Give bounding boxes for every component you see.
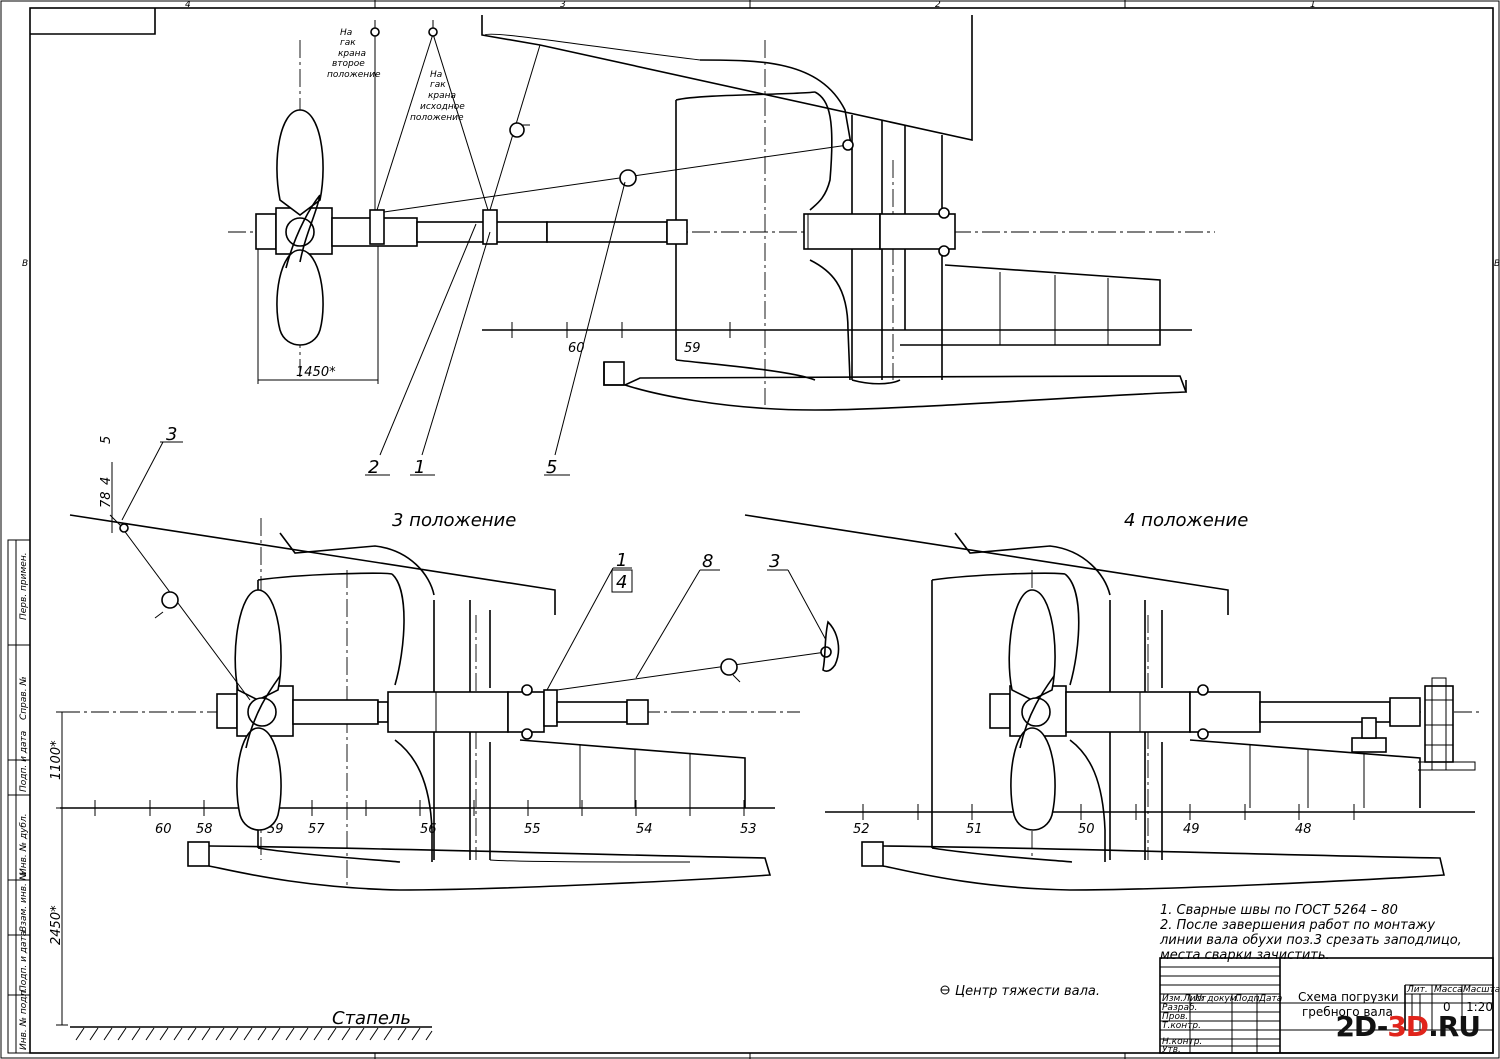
row-label: B: [1494, 259, 1500, 269]
slipway-label: Стапель: [332, 1008, 411, 1029]
frame-number: 54: [636, 822, 653, 837]
note-line: места сварки зачистить.: [1160, 948, 1330, 963]
callout-4-mid: 4: [616, 572, 627, 593]
title-position-4: 4 положение: [1124, 510, 1248, 531]
frame-number: 53: [740, 822, 757, 837]
frame-number: 56: [420, 822, 437, 837]
tb-role: Н.контр.: [1162, 1037, 1202, 1047]
watermark-part: .RU: [1428, 1010, 1481, 1043]
tb-header: Подп.: [1235, 994, 1262, 1004]
note-line: 1. Сварные швы по ГОСТ 5264 – 80: [1160, 903, 1398, 918]
tb-scale: 1:20: [1466, 1000, 1493, 1014]
tb-header: Дата: [1258, 994, 1282, 1004]
title-position-3: 3 положение: [392, 510, 516, 531]
watermark-part: 3D: [1387, 1010, 1429, 1043]
tb-col-mass: Масса: [1434, 985, 1463, 995]
frame-number: 48: [1295, 822, 1312, 837]
callout-78-left: 78: [99, 491, 114, 508]
tb-col-scale: Масштаб: [1463, 985, 1500, 995]
site-watermark: 2D-3D.RU: [1335, 1010, 1481, 1043]
callout-5: 5: [546, 457, 557, 478]
general-notes: 1. Сварные швы по ГОСТ 5264 – 80 2. Посл…: [1159, 903, 1462, 963]
tb-role: Утв.: [1162, 1045, 1181, 1055]
tb-mass: 0: [1443, 1000, 1451, 1014]
watermark-part: 2D-: [1335, 1010, 1388, 1043]
strip-label: Подп. и дата: [19, 731, 29, 792]
frame-number: 55: [524, 822, 541, 837]
side-strip: Перв. примен. Справ. № Подп. и дата Инв.…: [7, 539, 31, 1054]
zone-label: 3: [560, 0, 566, 10]
note-line: линии вала обухи поз.3 срезать заподлицо…: [1159, 933, 1462, 948]
strip-label: Перв. примен.: [19, 552, 29, 620]
strip-label: Взам. инв. №: [19, 871, 29, 932]
view-position-4: 4 положение 52 51 50 49 48: [744, 510, 1480, 891]
tb-title-1: Схема погрузки: [1298, 990, 1399, 1004]
cog-legend: Центр тяжести вала.: [940, 984, 1100, 999]
frame-number: 58: [196, 822, 213, 837]
corner-box: [30, 8, 156, 35]
tb-role: Т.контр.: [1162, 1021, 1201, 1031]
tb-header: № докум.: [1194, 994, 1239, 1004]
callout-8: 8: [702, 551, 713, 572]
callout-5-left: 5: [99, 436, 114, 444]
callout-3-left: 3: [166, 424, 177, 445]
tb-role: Разраб.: [1162, 1003, 1197, 1013]
strip-label: Инв. № подл.: [19, 988, 29, 1050]
frame-number: 50: [1078, 822, 1095, 837]
border-zones: 4 3 2 1 B B: [22, 0, 1500, 1059]
note-line: 2. После завершения работ по монтажу: [1160, 918, 1435, 933]
strip-label: Справ. №: [19, 676, 29, 720]
frame-number: 60: [568, 341, 585, 356]
callout-1-mid: 1: [616, 550, 627, 571]
callout-4-left: 4: [99, 477, 114, 485]
callout-2: 2: [368, 457, 379, 478]
strip-label: Подп. и дата: [19, 931, 29, 992]
tb-title-2: гребного вала: [1302, 1005, 1393, 1019]
row-label: B: [22, 259, 28, 269]
tb-col-lit: Лит.: [1406, 985, 1428, 995]
frame-number: 60: [155, 822, 172, 837]
dimension-2450: 2450*: [49, 905, 64, 945]
tb-header: Изм.Лист: [1162, 994, 1207, 1004]
callout-1: 1: [414, 457, 425, 478]
zone-label: 1: [1310, 0, 1316, 10]
frame-number: 51: [966, 822, 983, 837]
frame-number: 49: [1183, 822, 1200, 837]
frame-number: 57: [308, 822, 325, 837]
cog-legend-text: Центр тяжести вала.: [955, 984, 1100, 999]
dimension-1100: 1100*: [49, 740, 64, 780]
title-block: Изм.Лист № докум. Подп. Дата Разраб. Про…: [1159, 957, 1500, 1055]
zone-label: 4: [185, 0, 191, 10]
frame-number: 52: [853, 822, 870, 837]
view-top: 60 59: [228, 15, 1215, 478]
drawing-frame: [29, 7, 1494, 1054]
callout-3-mid: 3: [769, 551, 780, 572]
view-position-3: 3 положение 60 58 59 57 56: [49, 424, 840, 1041]
strip-label: Инв. № дубл.: [19, 813, 29, 875]
dimension-1450: 1450*: [296, 365, 336, 380]
zone-label: 2: [935, 0, 941, 10]
tb-role: Пров.: [1162, 1012, 1188, 1022]
frame-number: 59: [684, 341, 701, 356]
